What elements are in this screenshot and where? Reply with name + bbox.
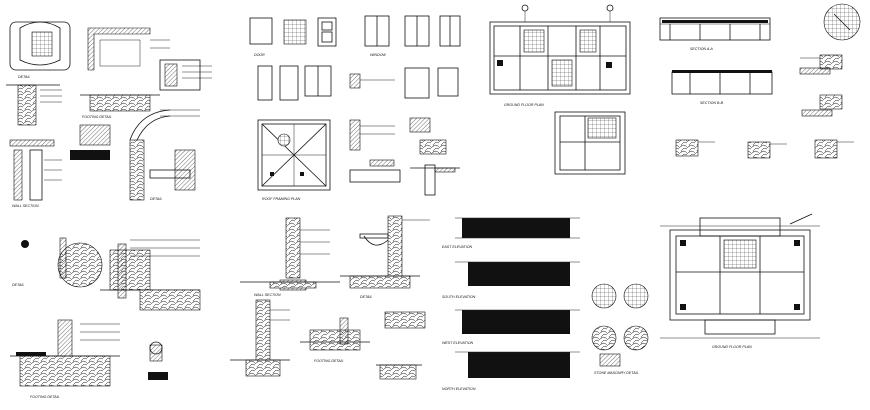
- caption-roof-plan: ROOF FRAMING PLAN: [262, 197, 301, 201]
- elevations-top-right: SECTION A-A SECTION B-B: [659, 3, 861, 159]
- detail-group-bottom-left: DETAIL FOOTING DETAIL: [10, 237, 201, 399]
- roof-framing-plan: ROOF FRAMING PLAN: [257, 119, 331, 201]
- caption-wall-section-2: WALL SECTION: [254, 293, 281, 297]
- caption-footing-2: FOOTING DETAIL: [30, 395, 60, 399]
- elevation-west: WEST ELEVATION: [442, 309, 580, 345]
- caption-north-elevation: NORTH ELEVATION: [442, 387, 476, 391]
- svg-text:DETAIL: DETAIL: [18, 75, 30, 79]
- elevation-east: EAST ELEVATION: [442, 217, 580, 249]
- caption-footing-1: FOOTING DETAIL: [82, 115, 112, 119]
- caption-south-elevation: SOUTH ELEVATION: [442, 295, 476, 299]
- caption-detail-1: DETAIL: [150, 197, 162, 201]
- door-window-schedule: DOOR WINDOW: [249, 15, 461, 101]
- caption-window: WINDOW: [370, 53, 386, 57]
- caption-detail-3: DETAIL: [360, 295, 372, 299]
- elevation-north: NORTH ELEVATION: [442, 351, 580, 391]
- caption-ground-plan-top: GROUND FLOOR PLAN: [504, 103, 544, 107]
- caption-section-aa: SECTION A-A: [690, 47, 713, 51]
- caption-detail-2: DETAIL: [12, 283, 24, 287]
- ground-floor-plan-bottom: GROUND FLOOR PLAN: [660, 213, 820, 349]
- caption-door: DOOR: [254, 53, 265, 57]
- detail-group-top-left: DETAIL WALL SECTION FOOTING DETAIL: [6, 21, 212, 208]
- caption-west-elevation: WEST ELEVATION: [442, 341, 473, 345]
- caption-east-elevation: EAST ELEVATION: [442, 245, 472, 249]
- masonry-details: STONE MASONRY DETAIL: [591, 283, 649, 375]
- caption-wall-section: WALL SECTION: [12, 204, 39, 208]
- caption-ground-plan-bottom: GROUND FLOOR PLAN: [712, 345, 752, 349]
- elevation-south: SOUTH ELEVATION: [442, 261, 580, 299]
- caption-stone-masonry: STONE MASONRY DETAIL: [594, 371, 639, 375]
- ground-floor-plan-top: GROUND FLOOR PLAN: [489, 4, 631, 175]
- caption-footing-3: FOOTING DETAIL: [314, 359, 344, 363]
- caption-section-bb: SECTION B-B: [700, 101, 724, 105]
- wall-sections-bottom: WALL SECTION DETAIL FOOTING DETAIL: [230, 215, 430, 380]
- details-middle-top: [349, 117, 460, 196]
